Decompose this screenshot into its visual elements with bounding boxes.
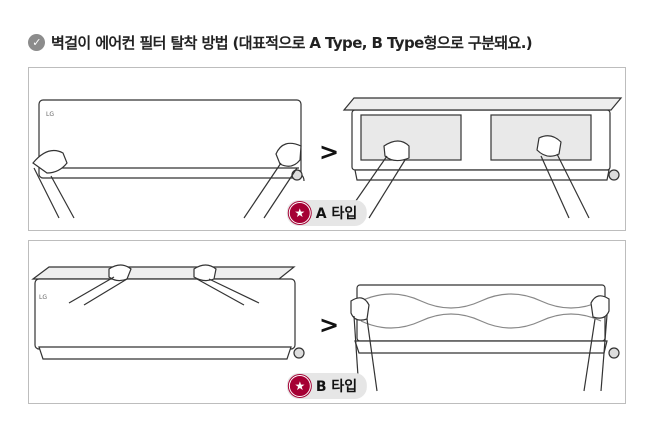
type-b-badge: ★ B 타입 — [286, 373, 368, 399]
arrow-icon: > — [319, 311, 339, 339]
arrow-icon: > — [319, 138, 339, 166]
star-icon: ★ — [288, 202, 311, 224]
type-a-illustration: LG > — [32, 97, 623, 219]
lg-logo: LG — [46, 111, 54, 118]
panel-type-a: LG > ★ A 타입 — [28, 67, 626, 231]
type-b-illustration: LG > — [31, 264, 620, 392]
title-text: 벽걸이 에어컨 필터 탈착 방법 (대표적으로 A Type, B Type형으… — [51, 34, 533, 52]
lg-logo: LG — [39, 294, 47, 301]
panel-type-b: LG > ★ B 타입 — [28, 240, 626, 404]
star-icon: ★ — [288, 375, 311, 397]
badge-label: B 타입 — [315, 379, 358, 395]
type-a-badge: ★ A 타입 — [286, 200, 368, 226]
page-title: ✓ 벽걸이 에어컨 필터 탈착 방법 (대표적으로 A Type, B Type… — [28, 32, 533, 53]
badge-label: A 타입 — [315, 206, 358, 222]
check-circle-icon: ✓ — [28, 34, 45, 51]
